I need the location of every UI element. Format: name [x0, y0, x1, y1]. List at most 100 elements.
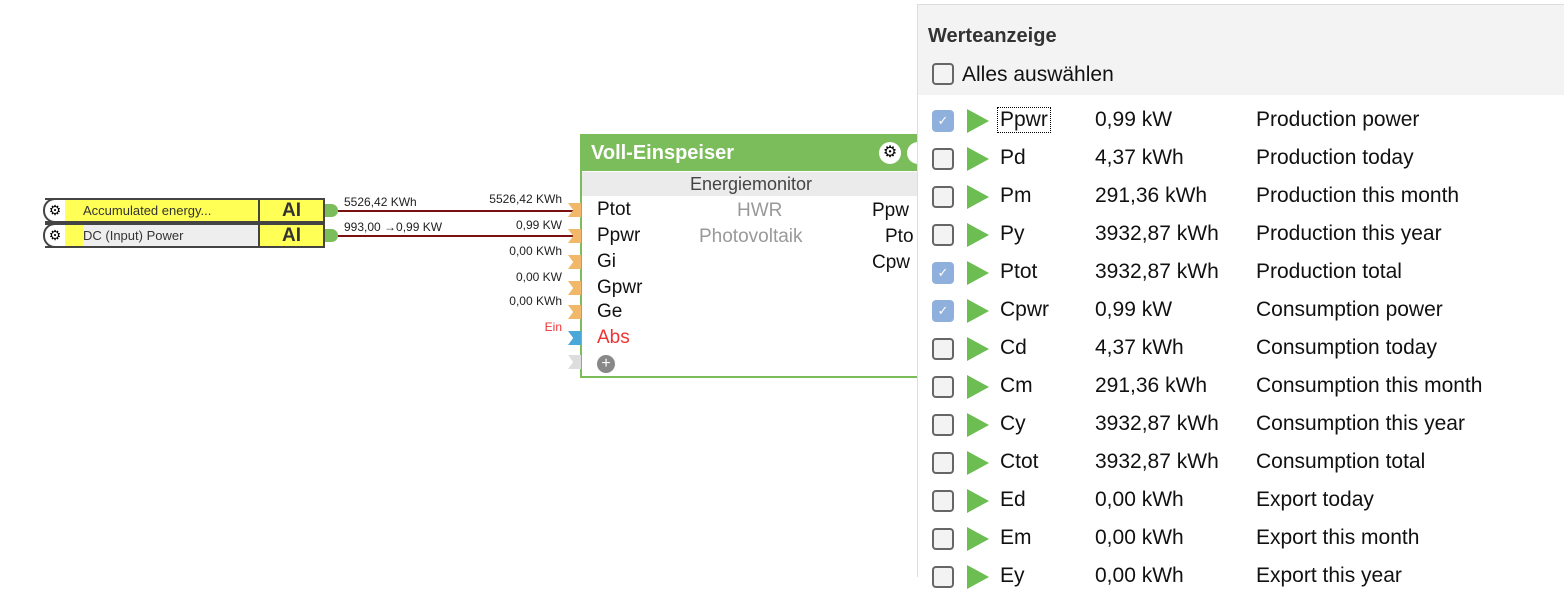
input-label: Gpwr [597, 277, 643, 298]
row-checkbox[interactable] [932, 566, 954, 588]
add-input-icon[interactable]: + [597, 355, 615, 373]
row-description: Export this year [1256, 564, 1402, 587]
play-icon [967, 109, 989, 133]
row-checkbox[interactable] [932, 186, 954, 208]
play-icon [967, 375, 989, 399]
input-label: Ptot [597, 199, 631, 220]
row-description: Production today [1256, 146, 1414, 169]
select-all-label: Alles auswählen [962, 63, 1114, 86]
row-description: Production this year [1256, 222, 1442, 245]
row-value: 3932,87 kWh [1095, 222, 1219, 245]
row-checkbox[interactable] [932, 224, 954, 246]
select-all[interactable]: Alles auswählen [932, 57, 1552, 95]
block-type: AI [258, 225, 323, 246]
connection-wire[interactable] [338, 210, 575, 212]
input-block[interactable]: ⚙ DC (Input) Power AI [43, 223, 325, 248]
input-value: 0,00 KWh [509, 294, 562, 308]
input-label: Gi [597, 251, 616, 272]
output-label: Cpw [872, 252, 911, 273]
select-all-checkbox[interactable] [932, 63, 954, 85]
value-row[interactable]: Cd 4,37 kWh Consumption today [932, 332, 1552, 370]
play-icon [967, 489, 989, 513]
input-block[interactable]: ⚙ Accumulated energy... AI [43, 198, 325, 223]
row-description: Consumption this year [1256, 412, 1465, 435]
value-row[interactable]: ✓ Ppwr 0,99 kW Production power [932, 104, 1552, 142]
input-port[interactable] [568, 305, 581, 319]
play-icon [967, 565, 989, 589]
input-port[interactable] [568, 331, 581, 345]
input-value: 0,99 KW [515, 218, 562, 232]
row-name: Cpwr [1000, 298, 1050, 321]
node-category: Photovoltaik [699, 226, 803, 247]
energy-monitor-node[interactable]: Voll-Einspeiser ⚙ Energiemonitor HWR Pho… [580, 134, 929, 378]
row-checkbox[interactable] [932, 490, 954, 512]
gear-icon[interactable]: ⚙ [879, 142, 901, 164]
block-type: AI [258, 200, 323, 221]
input-label: Abs [597, 327, 630, 348]
row-checkbox[interactable]: ✓ [932, 262, 954, 284]
row-value: 291,36 kWh [1095, 374, 1208, 397]
row-checkbox[interactable] [932, 414, 954, 436]
gear-icon[interactable]: ⚙ [43, 223, 65, 248]
input-port[interactable] [568, 281, 581, 295]
value-row[interactable]: Py 3932,87 kWh Production this year [932, 218, 1552, 256]
output-port[interactable] [325, 229, 338, 242]
value-row[interactable]: Ctot 3932,87 kWh Consumption total [932, 446, 1552, 484]
play-icon [967, 527, 989, 551]
row-description: Production total [1256, 260, 1402, 283]
row-checkbox[interactable] [932, 148, 954, 170]
row-value: 0,99 kW [1095, 298, 1173, 321]
row-description: Consumption this month [1256, 374, 1483, 397]
block-label: Accumulated energy... [65, 200, 258, 221]
wire-source-value: 5526,42 KWh [344, 195, 417, 209]
value-row[interactable]: ✓ Ptot 3932,87 kWh Production total [932, 256, 1552, 294]
input-value: 0,00 KW [515, 270, 562, 284]
node-title: Voll-Einspeiser [591, 142, 735, 164]
row-value: 0,00 kWh [1095, 526, 1184, 549]
output-label: Pto [885, 226, 914, 247]
row-value: 0,99 kW [1095, 108, 1173, 131]
row-checkbox[interactable] [932, 376, 954, 398]
input-label: Ppwr [597, 225, 641, 246]
play-icon [967, 223, 989, 247]
value-row[interactable]: Cm 291,36 kWh Consumption this month [932, 370, 1552, 408]
input-value: 5526,42 KWh [489, 192, 562, 206]
input-port[interactable] [568, 203, 581, 217]
gear-icon[interactable]: ⚙ [43, 198, 65, 223]
input-port[interactable] [568, 255, 581, 269]
row-description: Consumption total [1256, 450, 1426, 473]
row-description: Export this month [1256, 526, 1420, 549]
value-row[interactable]: Ed 0,00 kWh Export today [932, 484, 1552, 522]
add-input-port[interactable] [568, 355, 581, 369]
value-row[interactable]: Pm 291,36 kWh Production this month [932, 180, 1552, 218]
row-checkbox[interactable]: ✓ [932, 300, 954, 322]
row-name: Em [1000, 526, 1032, 549]
row-value: 0,00 kWh [1095, 488, 1184, 511]
value-row[interactable]: ✓ Cpwr 0,99 kW Consumption power [932, 294, 1552, 332]
value-row[interactable]: Pd 4,37 kWh Production today [932, 142, 1552, 180]
play-icon [967, 413, 989, 437]
output-port[interactable] [325, 204, 338, 217]
row-value: 4,37 kWh [1095, 146, 1184, 169]
connection-wire[interactable] [338, 235, 575, 237]
row-checkbox[interactable]: ✓ [932, 110, 954, 132]
row-value: 3932,87 kWh [1095, 412, 1219, 435]
play-icon [967, 147, 989, 171]
row-checkbox[interactable] [932, 528, 954, 550]
row-checkbox[interactable] [932, 452, 954, 474]
play-icon [967, 299, 989, 323]
row-name: Py [1000, 222, 1025, 245]
row-description: Consumption power [1256, 298, 1443, 321]
value-row[interactable]: Cy 3932,87 kWh Consumption this year [932, 408, 1552, 446]
value-row[interactable]: Ey 0,00 kWh Export this year [932, 560, 1552, 598]
row-name: Pm [1000, 184, 1032, 207]
input-port[interactable] [568, 229, 581, 243]
row-value: 4,37 kWh [1095, 336, 1184, 359]
row-checkbox[interactable] [932, 338, 954, 360]
row-name: Ctot [1000, 450, 1039, 473]
value-row[interactable]: Em 0,00 kWh Export this month [932, 522, 1552, 560]
row-name: Ptot [1000, 260, 1038, 283]
row-name: Pd [1000, 146, 1026, 169]
output-label: Ppw [872, 200, 909, 221]
row-description: Production this month [1256, 184, 1460, 207]
